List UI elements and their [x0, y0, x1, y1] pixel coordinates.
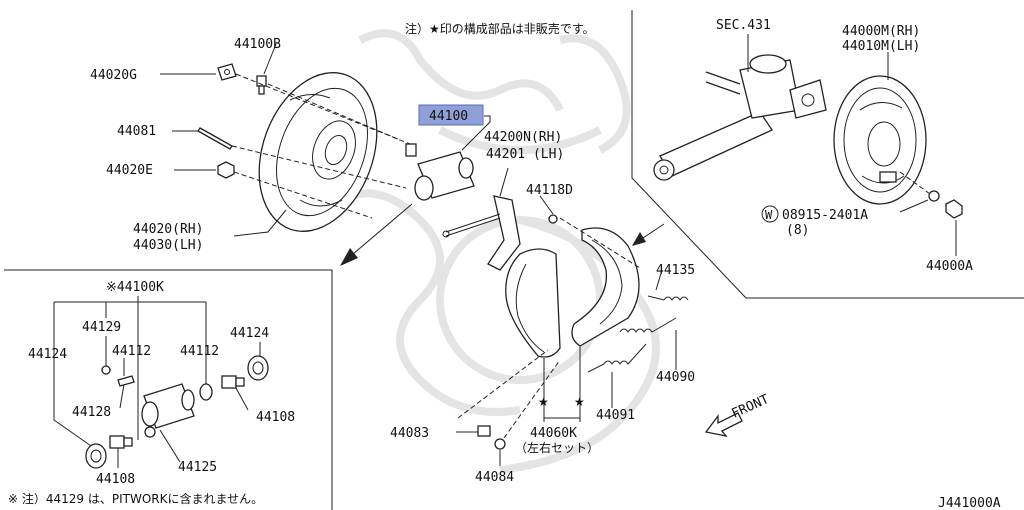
kit-tree-lines: [53, 296, 261, 468]
label-kit-44112-b[interactable]: 44112: [180, 344, 219, 359]
label-44010m-lh[interactable]: 44010M(LH): [842, 39, 920, 54]
bolt-44000a-icon[interactable]: [928, 190, 963, 219]
label-44090[interactable]: 44090: [656, 370, 695, 385]
adjuster-lever-44200n-icon[interactable]: [442, 195, 521, 271]
label-44201-lh[interactable]: 44201 (LH): [486, 147, 564, 162]
direction-arrow-left: [340, 203, 413, 266]
direction-arrow-right: [632, 223, 665, 246]
label-44020e[interactable]: 44020E: [106, 163, 153, 178]
spring-44135-icon[interactable]: [647, 295, 689, 301]
highlight-44100[interactable]: [418, 104, 484, 126]
kit-bleeder-44129-icon[interactable]: [101, 365, 111, 375]
star-marker-right: ★: [574, 395, 585, 409]
label-kit-44129[interactable]: 44129: [82, 320, 121, 335]
retainer-44084-icon[interactable]: [494, 438, 506, 450]
label-kit-44108-bottom[interactable]: 44108: [96, 472, 135, 487]
drum-brake-assembly-icon[interactable]: [833, 75, 927, 205]
label-kit-44128[interactable]: 44128: [72, 405, 111, 420]
label-44081[interactable]: 44081: [117, 124, 156, 139]
wheel-cylinder-44100-icon[interactable]: [405, 143, 475, 201]
pin-44083-icon[interactable]: [477, 425, 491, 437]
label-44135[interactable]: 44135: [656, 263, 695, 278]
label-44100[interactable]: 44100: [429, 109, 468, 124]
label-44030-lh[interactable]: 44030(LH): [133, 238, 203, 253]
washer-circle-icon: [761, 205, 779, 223]
label-44000a[interactable]: 44000A: [926, 259, 973, 274]
nut-44020e-icon[interactable]: [217, 161, 235, 179]
rear-axle-icon[interactable]: [653, 54, 827, 181]
label-kit-44124-left[interactable]: 44124: [28, 347, 67, 362]
footer-note: ※ 注）44129 は、PITWORKに含まれません。: [8, 491, 263, 506]
pin-44081-icon[interactable]: [197, 127, 233, 150]
kit-cylinder-body-44125-icon[interactable]: [141, 383, 195, 438]
label-44084[interactable]: 44084: [475, 470, 514, 485]
leader-lines-main: [160, 43, 677, 466]
bracket-44020g-icon[interactable]: [217, 63, 237, 81]
region-dividers: [4, 10, 1024, 510]
label-kit-44100k[interactable]: ※44100K: [106, 280, 164, 295]
label-44020g[interactable]: 44020G: [90, 68, 137, 83]
label-kit-44112-a[interactable]: 44112: [112, 344, 151, 359]
spring-44090-icon[interactable]: [619, 317, 677, 333]
label-44200n-rh[interactable]: 44200N(RH): [484, 130, 562, 145]
label-kit-44108-right[interactable]: 44108: [256, 410, 295, 425]
kit-boot-44124-right-icon[interactable]: [247, 355, 269, 381]
kit-piston-44108-right-icon[interactable]: [221, 375, 245, 389]
label-kit-44124-right[interactable]: 44124: [230, 326, 269, 341]
leader-lines-right: [747, 34, 957, 256]
label-44060k[interactable]: 44060K: [530, 426, 577, 441]
kit-cup-44112-icon[interactable]: [199, 383, 213, 401]
front-label: FRONT: [730, 392, 772, 422]
brake-shoe-right-icon[interactable]: [571, 227, 640, 347]
kit-boot-44124-left-icon[interactable]: [85, 443, 107, 469]
brake-shoe-left-icon[interactable]: [505, 248, 561, 358]
label-08915[interactable]: 08915-2401A: [782, 208, 868, 223]
front-arrow-icon: [704, 412, 743, 437]
label-kit-44125[interactable]: 44125: [178, 460, 217, 475]
assembly-dashed-lines: [231, 73, 641, 439]
label-44118d[interactable]: 44118D: [526, 183, 573, 198]
label-08915-qty: (8): [786, 223, 809, 238]
header-note: 注）★印の構成部品は非販売です。: [405, 21, 595, 36]
washer-44118d-icon[interactable]: [548, 214, 558, 224]
star-marker-left: ★: [538, 395, 549, 409]
kit-piston-44108-bottom-icon[interactable]: [109, 435, 133, 449]
label-44060k-sub: （左右セット）: [515, 440, 599, 455]
bracket-44060k: [543, 410, 581, 419]
spring-44091-icon[interactable]: [587, 343, 647, 373]
label-44020-rh[interactable]: 44020(RH): [133, 222, 203, 237]
diagram-code: J441000A: [938, 496, 1001, 510]
backing-plate[interactable]: [238, 56, 397, 248]
label-washer-prefix: W: [765, 208, 773, 222]
label-44083[interactable]: 44083: [390, 426, 429, 441]
kit-screw-44128-icon[interactable]: [117, 375, 135, 387]
bolt-44100b-icon[interactable]: [256, 75, 267, 95]
label-44000m-rh[interactable]: 44000M(RH): [842, 24, 920, 39]
label-sec431[interactable]: SEC.431: [716, 18, 771, 33]
label-44100b[interactable]: 44100B: [234, 37, 281, 52]
label-44091[interactable]: 44091: [596, 408, 635, 423]
